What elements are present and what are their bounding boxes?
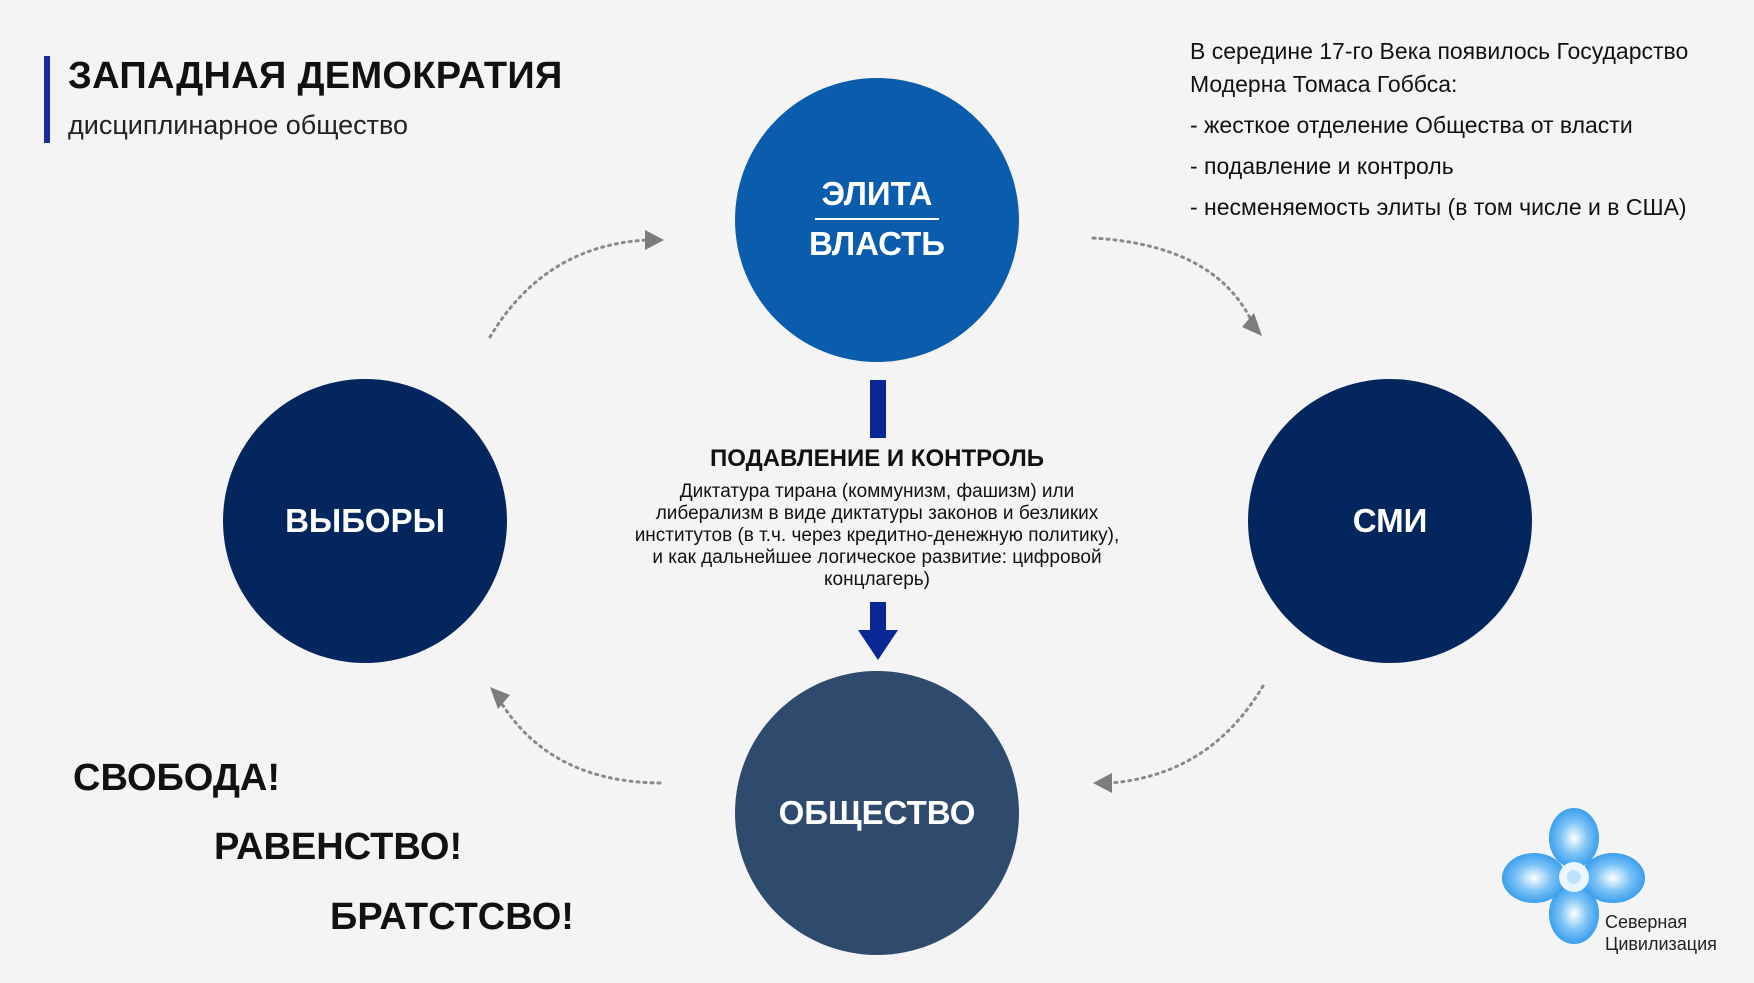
center-heading: ПОДАВЛЕНИЕ И КОНТРОЛЬ bbox=[710, 445, 1044, 472]
control-bar bbox=[870, 380, 886, 438]
arrowhead-icon bbox=[1093, 773, 1112, 793]
page-subtitle: дисциплинарное общество bbox=[68, 110, 409, 140]
logo-text: Северная Цивилизация bbox=[1605, 911, 1717, 955]
arrow-media-to-society bbox=[1108, 684, 1265, 785]
arrow-elections-to-elite bbox=[488, 238, 650, 339]
node-media: СМИ bbox=[1248, 379, 1532, 663]
down-arrow-icon bbox=[858, 602, 898, 660]
arrow-society-to-elections bbox=[500, 702, 662, 785]
node-power-label: ВЛАСТЬ bbox=[808, 225, 946, 262]
logo-line: Северная bbox=[1605, 912, 1688, 932]
info-item: - несменяемость элиты (в том числе и в С… bbox=[1190, 194, 1687, 220]
flower-logo-icon bbox=[1502, 808, 1645, 944]
arrow-elite-to-media bbox=[1091, 236, 1252, 320]
arrowhead-icon bbox=[490, 687, 510, 709]
page-title: ЗАПАДНАЯ ДЕМОКРАТИЯ bbox=[68, 55, 563, 97]
slogan-brotherhood: БРАТСТСВО! bbox=[330, 896, 574, 938]
node-elite-power: ЭЛИТА ВЛАСТЬ bbox=[735, 78, 1019, 362]
info-panel: В середине 17-го Века появилось Государс… bbox=[1190, 35, 1750, 232]
info-item: - подавление и контроль bbox=[1190, 153, 1454, 179]
arrowhead-icon bbox=[645, 230, 664, 250]
node-elections: ВЫБОРЫ bbox=[223, 379, 507, 663]
slogan-equality: РАВЕНСТВО! bbox=[214, 826, 463, 868]
node-elite-label: ЭЛИТА bbox=[815, 174, 939, 220]
slogan-freedom: СВОБОДА! bbox=[73, 757, 281, 799]
logo-line: Цивилизация bbox=[1605, 934, 1717, 954]
info-item: - жесткое отделение Общества от власти bbox=[1190, 112, 1633, 138]
title-accent-bar bbox=[44, 56, 50, 143]
node-society: ОБЩЕСТВО bbox=[735, 671, 1019, 955]
info-intro: В середине 17-го Века появилось Государс… bbox=[1190, 38, 1689, 97]
arrowhead-icon bbox=[1242, 313, 1262, 336]
center-description: Диктатура тирана (коммунизм, фашизм) или… bbox=[634, 481, 1120, 590]
